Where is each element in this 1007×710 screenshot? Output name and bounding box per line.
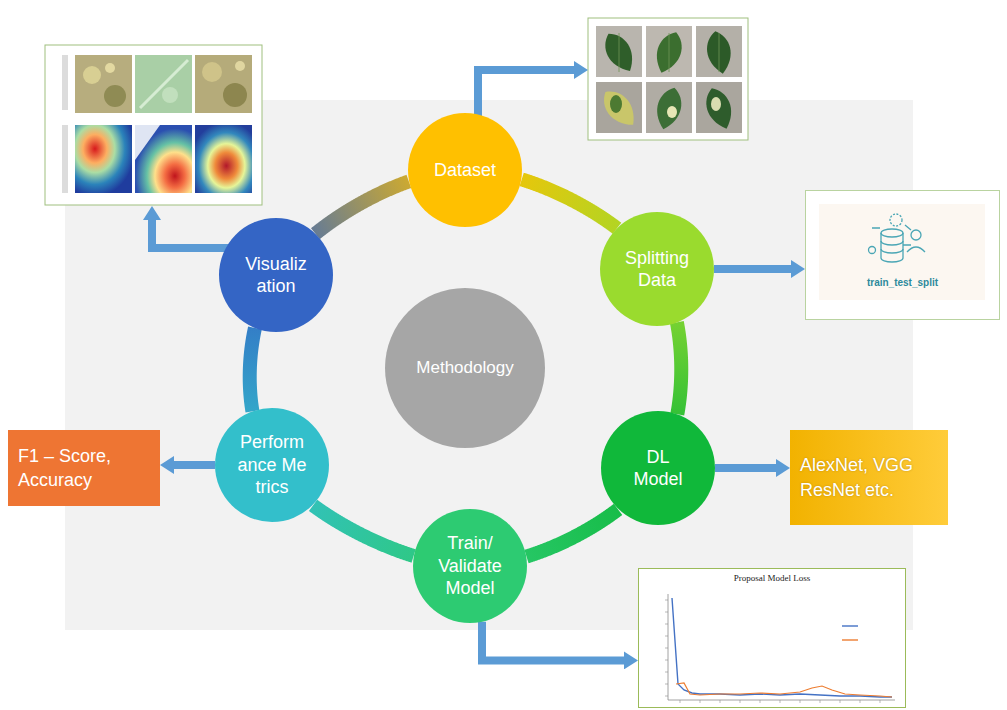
leaf-dataset-images	[588, 18, 748, 140]
center-circle: Methodology	[385, 288, 545, 448]
cycle-connector	[315, 181, 408, 233]
circle-shape	[600, 212, 714, 326]
process-circle: Visualization	[219, 218, 333, 332]
circle-shape	[219, 218, 333, 332]
image-box: train_test_split	[805, 190, 1000, 320]
circle-fill	[601, 411, 715, 525]
circle-fill	[215, 408, 329, 522]
node-label: AlexNet, VGG ResNet etc.	[800, 453, 938, 502]
circle-shape	[601, 411, 715, 525]
circle-fill	[219, 218, 333, 332]
node-label: DL Model	[623, 446, 693, 491]
model-box: AlexNet, VGG ResNet etc.	[790, 430, 948, 525]
process-circle: Performance Metrics	[215, 408, 329, 522]
process-circle: Splitting Data	[600, 212, 714, 326]
node-label: Train/ Validate Model	[424, 532, 516, 600]
chart-box: Proposal Model Loss	[638, 568, 906, 708]
node-label: Methodology	[400, 357, 530, 378]
process-circle: Train/ Validate Model	[413, 509, 527, 623]
cycle-connector	[250, 328, 255, 411]
arrow-connector	[174, 461, 215, 469]
split-icon-panel	[805, 190, 1000, 320]
arrow-connector	[482, 622, 624, 661]
loss-chart	[638, 568, 906, 708]
node-label: Proposal Model Loss	[639, 573, 905, 583]
node-label: Visualization	[242, 253, 310, 298]
metric-box: F1 – Score, Accuracy	[8, 430, 160, 506]
process-circle: Dataset	[408, 113, 522, 227]
circle-fill	[600, 212, 714, 326]
cycle-connector	[527, 509, 619, 556]
circle-fill	[413, 509, 527, 623]
node-label: Splitting Data	[611, 247, 703, 292]
node-label: train_test_split	[867, 277, 938, 288]
node-label: Dataset	[419, 159, 511, 182]
node-label: F1 – Score, Accuracy	[18, 444, 150, 493]
visualization-heatmaps	[45, 45, 262, 205]
cycle-connector	[313, 505, 414, 556]
cycle-connector	[677, 322, 681, 414]
cycle-connector	[522, 179, 617, 228]
process-circle: DL Model	[601, 411, 715, 525]
node-label: Performance Metrics	[236, 431, 308, 499]
circle-fill	[385, 288, 545, 448]
arrow-connector	[715, 464, 776, 472]
arrow-connector	[714, 265, 791, 273]
circle-fill	[408, 113, 522, 227]
